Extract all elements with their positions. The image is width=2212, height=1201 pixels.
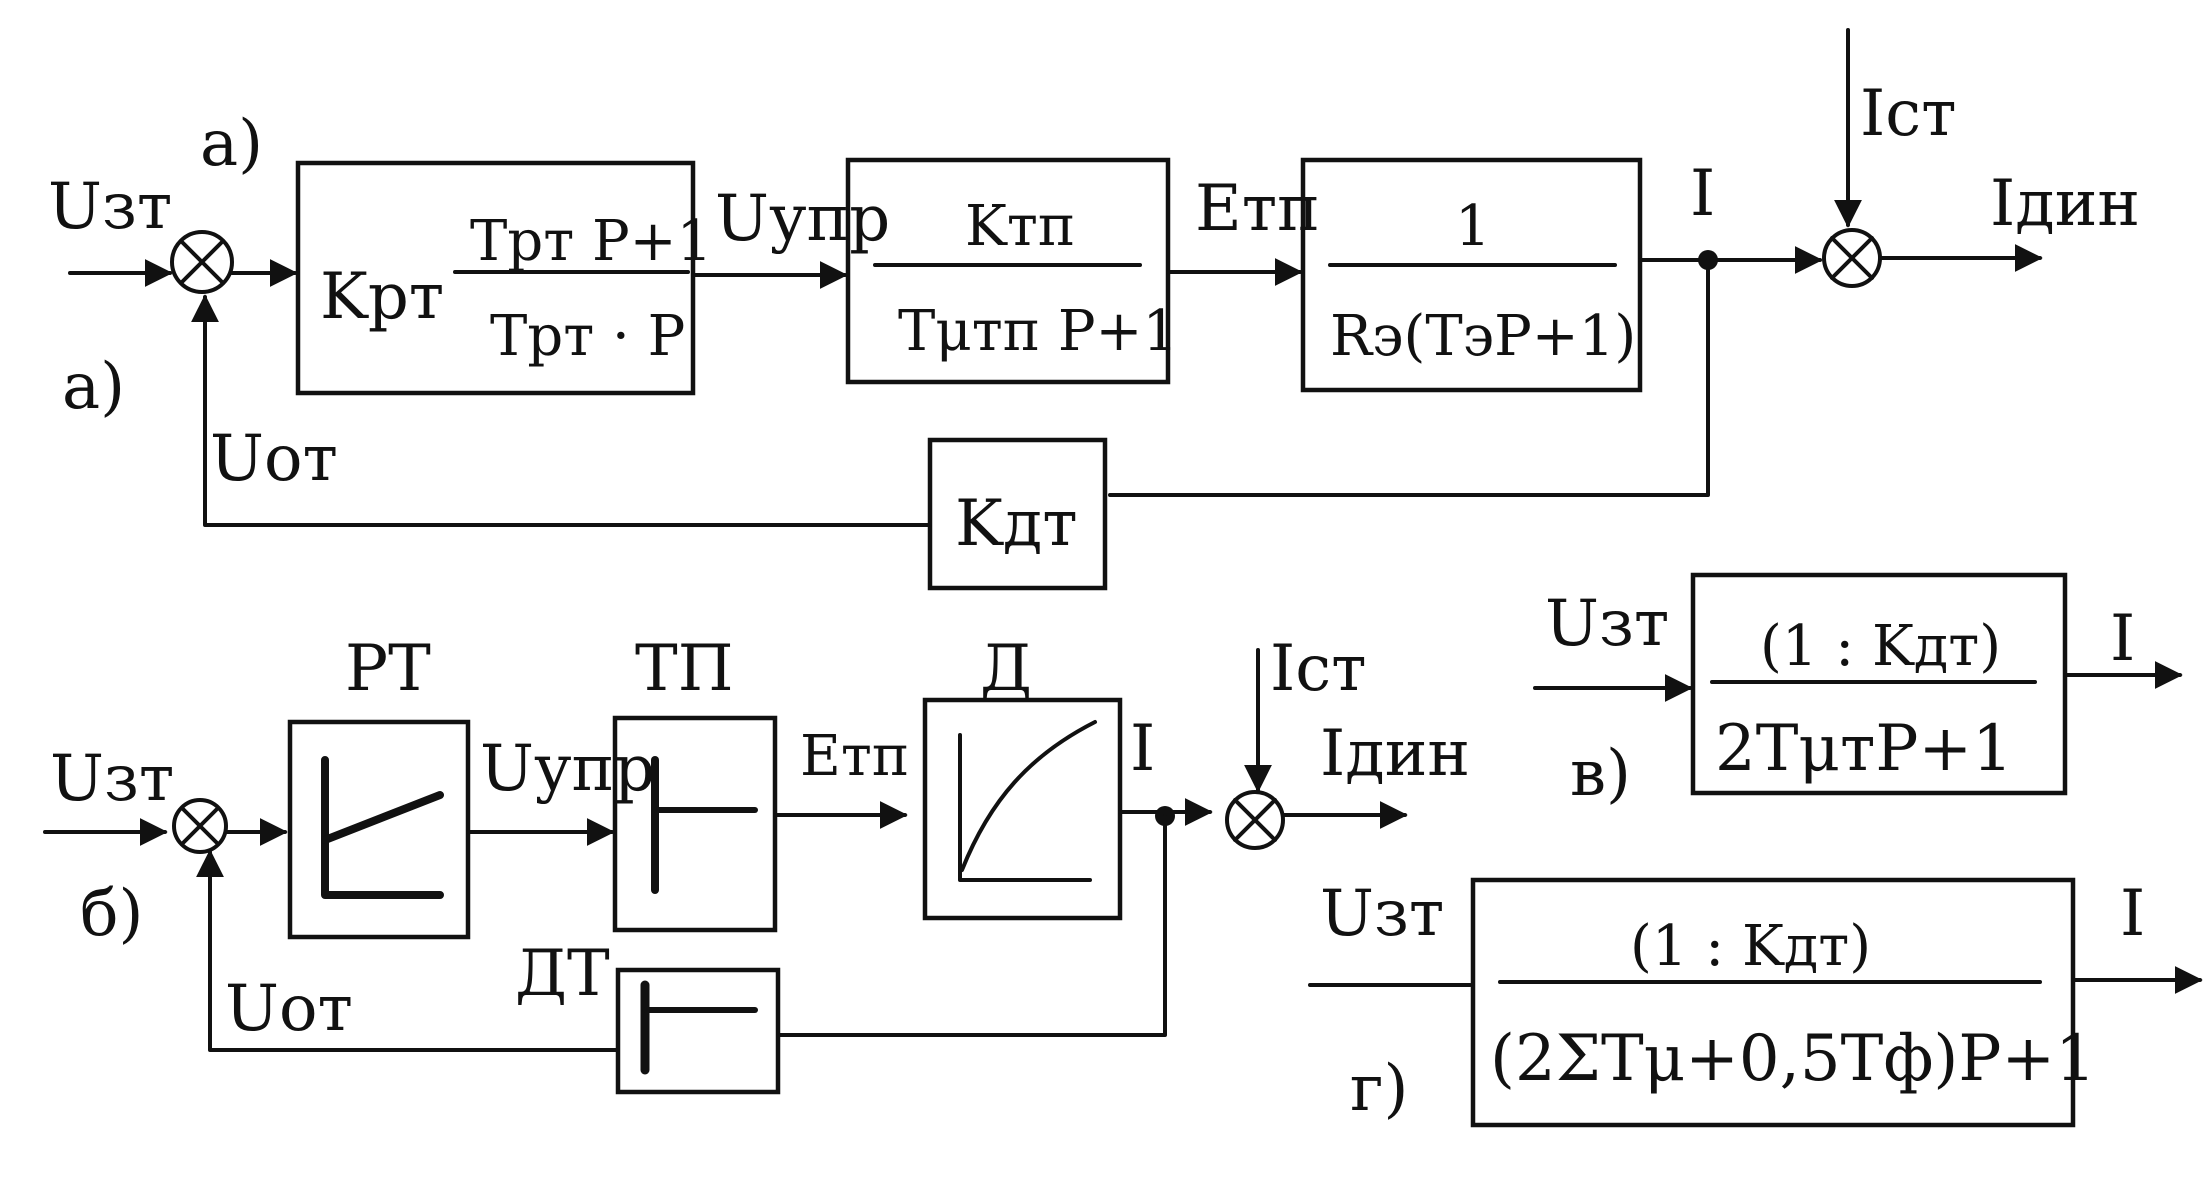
- diagram-a-motor-denominator: Rэ(TэP+1): [1330, 304, 1636, 369]
- diagram-a-tp-numerator: Kтп: [965, 194, 1075, 259]
- diagram-b-dynamic-output-label: Iдин: [1320, 717, 1470, 791]
- diagram-a-tp-denominator: Tμтп P+1: [898, 299, 1178, 364]
- diagram-b-feedback-line-left: [196, 849, 620, 1052]
- diagram-g-label: г): [1350, 1052, 1409, 1126]
- diagram-a-feedback-line-left: [191, 294, 932, 527]
- diagram-a-rt-denominator: Tрт · P: [490, 304, 685, 369]
- diagram-a-rt-gain: Kрт: [320, 260, 444, 334]
- diagram-g-output-label: I: [2120, 877, 2145, 951]
- diagram-a-feedback-gain: Kдт: [955, 487, 1078, 561]
- diagram-a-motor-block: [1300, 157, 1643, 393]
- diagram-b-rt-label: РТ: [345, 632, 431, 706]
- diagram-a-control-signal: Uупр: [715, 182, 890, 256]
- diagram-a-disturbance-label: Iст: [1860, 77, 1957, 151]
- diagram-b-rt-characteristic: [321, 756, 444, 899]
- diagram-b-label: б): [80, 877, 144, 951]
- diagram-a-input-label: Uзт: [48, 170, 172, 244]
- diagram-g-input-label: Uзт: [1320, 877, 1444, 951]
- diagram-b-rt-slope: [321, 791, 444, 844]
- diagram-g-denominator: (2ΣTμ+0,5Tф)P+1: [1490, 1022, 2096, 1096]
- diagram-a-motor-numerator: 1: [1455, 194, 1491, 259]
- diagram-b-motor-axes: [958, 733, 1092, 882]
- diagram-a-feedback-signal: Uот: [210, 422, 338, 496]
- diagram-a-label-side: а): [62, 350, 125, 424]
- diagram-b-disturbance-junction: [1225, 790, 1285, 850]
- diagram-b-motor-block: [922, 697, 1123, 921]
- diagram-b-disturbance-label: Iст: [1270, 632, 1367, 706]
- diagram-b-output-label: I: [1130, 712, 1155, 786]
- diagram-a-feedback-block: [927, 437, 1108, 591]
- diagram-a: а) а) Uзт Kрт Tрт P+1 Tрт · P Uупр Kтп T…: [48, 28, 2140, 591]
- diagram-a-rt-numerator: Tрт P+1: [470, 209, 712, 274]
- diagram-b-control-signal: Uупр: [480, 732, 655, 806]
- diagram-b-feedback-signal: Uот: [225, 972, 353, 1046]
- diagram-g: Uзт г) (1 : Kдт) (2ΣTμ+0,5Tф)P+1 I: [1308, 877, 2203, 1128]
- diagram-b-input-label: Uзт: [50, 742, 174, 816]
- diagram-v-denominator: 2TμтP+1: [1715, 712, 2013, 786]
- diagram-b-feedback-block-label: ДТ: [515, 937, 610, 1011]
- diagram-a-rt-block: [295, 160, 696, 396]
- diagram-a-feedback-line-right: [1108, 258, 1710, 497]
- diagram-v-output-label: I: [2110, 602, 2135, 676]
- diagram-g-block: [1470, 877, 2076, 1128]
- diagram-g-numerator: (1 : Kдт): [1630, 914, 1871, 979]
- diagram-b-tp-block: [612, 715, 778, 933]
- diagram-v-label: в): [1570, 737, 1631, 811]
- diagram-b-motor-label: Д: [980, 632, 1032, 706]
- diagram-b: б) Uзт РТ Uупр ТП Eтп Д I Iст: [43, 632, 1470, 1095]
- diagram-b-tp-label: ТП: [635, 632, 734, 706]
- diagram-a-dynamic-output-label: Iдин: [1990, 167, 2140, 241]
- diagram-b-feedback-line-right: [776, 814, 1167, 1037]
- diagram-b-emf-signal: Eтп: [800, 724, 909, 789]
- diagram-v: Uзт в) (1 : Kдт) 2TμтP+1 I: [1533, 572, 2183, 811]
- diagram-v-block: [1690, 572, 2068, 796]
- diagram-v-numerator: (1 : Kдт): [1760, 614, 2001, 679]
- diagram-a-output-label: I: [1690, 157, 1715, 231]
- diagram-b-rt-block: [287, 719, 471, 940]
- diagram-a-summing-junction: [170, 230, 234, 294]
- diagram-b-summing-junction: [172, 798, 228, 854]
- diagram-b-feedback-block: [615, 967, 781, 1095]
- diagram-a-emf-signal: Eтп: [1195, 172, 1320, 246]
- diagram-a-label-top: а): [200, 107, 263, 181]
- diagram-a-disturbance-junction: [1822, 228, 1882, 288]
- diagram-b-motor-curve: [960, 720, 1097, 872]
- diagram-v-input-label: Uзт: [1545, 587, 1669, 661]
